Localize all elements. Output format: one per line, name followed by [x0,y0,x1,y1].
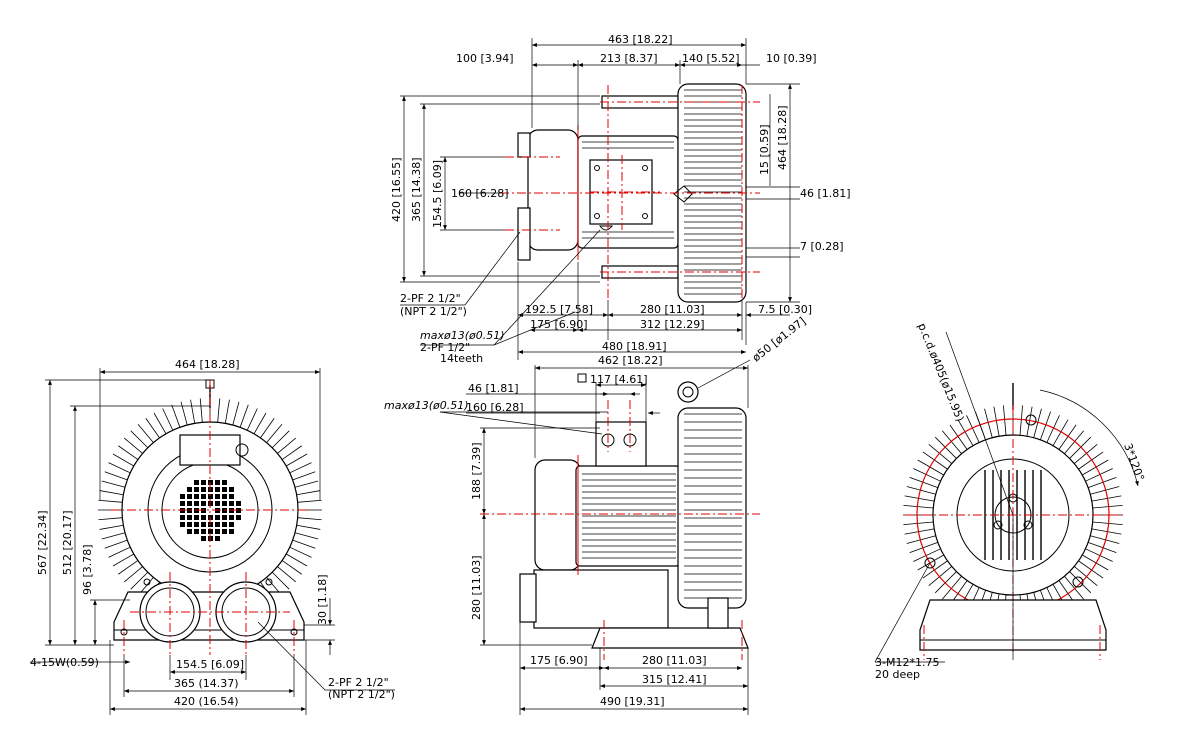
dim-side-462: 462 [18.22] [598,354,663,367]
side-lifting-eye [677,381,699,403]
dim-top-160: 160 [6.28] [451,187,509,200]
dim-top-154-5: 154.5 [6.09] [431,160,444,228]
note-rear-thread: 3-M12*1.75 [875,656,939,669]
side-lower-port [519,573,537,623]
dim-top-280: 280 [11.03] [640,303,705,316]
dim-top-464: 464 [18.28] [776,105,789,170]
dim-front-464: 464 [18.28] [175,358,240,371]
dim-front-365: 365 (14.37) [174,677,239,690]
dim-side-280: 280 [11.03] [642,654,707,667]
rear-view: p.c.d.ø405(ø15.95) 3*120° 3-M12*1.75 20 … [874,321,1147,681]
note-rear-depth: 20 deep [875,668,920,681]
front-view: 464 [18.28] 567 [22.34] 512 [20.17] 96 [… [30,358,395,715]
dim-side-315: 315 [12.41] [642,673,707,686]
dim-top-365: 365 [14.38] [410,157,423,222]
dim-top-480: 480 [18.91] [602,340,667,353]
note-top-pf: 2-PF 2 1/2" [400,292,461,305]
dim-top-100: 100 [3.94] [456,52,514,65]
dim-front-154-5: 154.5 [6.09] [176,658,244,671]
note-rear-pcd: p.c.d.ø405(ø15.95) [915,321,966,423]
dim-front-420: 420 (16.54) [174,695,239,708]
dim-side-46: 46 [1.81] [468,382,519,395]
top-motor-endcap [527,129,579,251]
dim-top-213: 213 [8.37] [600,52,658,65]
dim-top-420: 420 [16.55] [390,157,403,222]
dim-front-96: 96 [3.78] [81,544,94,595]
dim-top-175: 175 [6.90] [530,318,588,331]
side-motor-endcap [534,459,581,571]
dim-top-7-5: 7.5 [0.30] [758,303,812,316]
top-inlet-port-lower [517,207,531,261]
dim-top-140: 140 [5.52] [682,52,740,65]
dim-side-280v: 280 [11.03] [470,555,483,620]
dim-side-490: 490 [19.31] [600,695,665,708]
dim-side-175: 175 [6.90] [530,654,588,667]
note-front-pf: 2-PF 2 1/2" [328,676,389,689]
note-top-teeth: 14teeth [440,352,483,365]
square-symbol-icon [577,373,587,383]
note-top-max13: maxø13(ø0.51) [420,329,505,342]
dim-side-117: 117 [4.61] [590,373,648,386]
side-lower-housing [533,569,669,629]
top-view: 463 [18.22] 100 [3.94] 213 [8.37] 140 [5… [390,33,851,365]
dim-top-15: 15 [0.59] [758,124,771,175]
dim-top-46: 46 [1.81] [800,187,851,200]
dim-side-160: 160 [6.28] [466,401,524,414]
dim-top-463: 463 [18.22] [608,33,673,46]
dim-top-10: 10 [0.39] [766,52,817,65]
side-view: 462 [18.22] 117 [4.61] 46 [1.81] maxø13(… [384,315,808,715]
note-front-holes: 4-15W(0.59) [30,656,99,669]
dim-side-188: 188 [7.39] [470,442,483,500]
dim-front-512: 512 [20.17] [61,510,74,575]
dim-top-7: 7 [0.28] [800,240,844,253]
note-top-pf-half: 2-PF 1/2" [420,341,470,354]
dim-top-192-5: 192.5 [7.58] [525,303,593,316]
dim-front-567: 567 [22.34] [36,510,49,575]
top-inlet-port-upper [517,132,531,158]
side-terminal-box [595,421,647,467]
dim-front-30: 30 [1.18] [316,574,329,625]
note-front-npt: (NPT 2 1/2") [328,688,395,701]
note-rear-angle: 3*120° [1121,442,1147,483]
side-base [591,627,749,649]
dim-side-50: ø50 [ø1.97] [750,315,808,365]
dim-top-312: 312 [12.29] [640,318,705,331]
note-top-npt: (NPT 2 1/2") [400,305,467,318]
note-side-max13: maxø13(ø0.51) [384,399,469,412]
